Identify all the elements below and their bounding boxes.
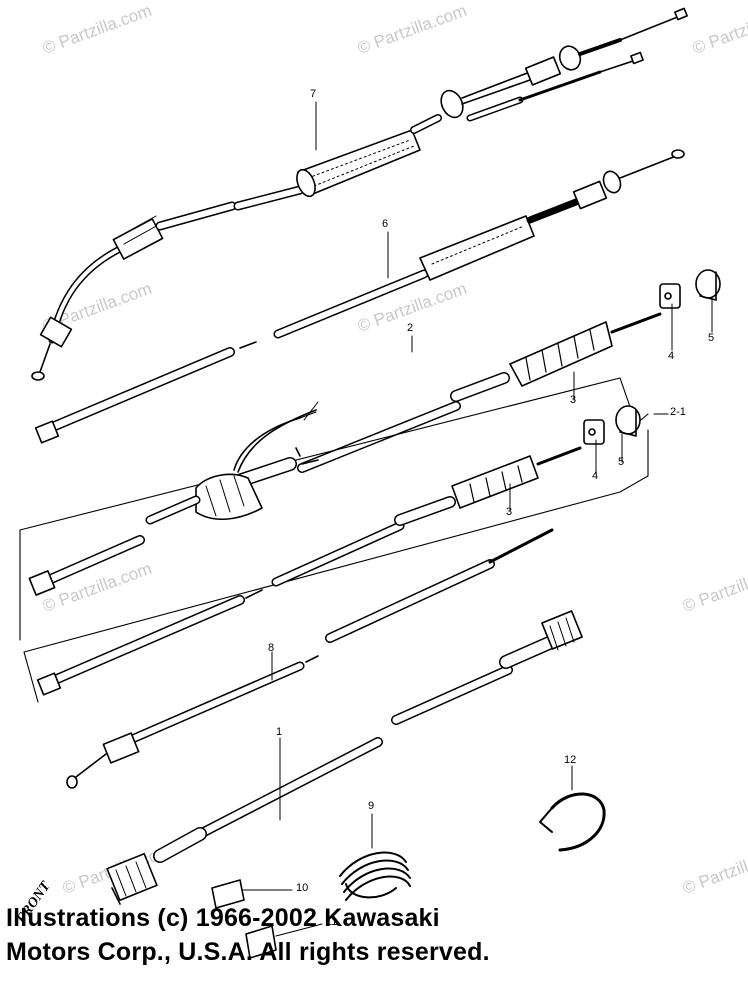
callout-3: 3 — [506, 506, 513, 518]
callout-5: 5 — [618, 456, 625, 468]
callout-7: 7 — [310, 88, 317, 100]
cable-6 — [273, 149, 685, 339]
group-outline — [19, 377, 649, 703]
sleeves-10-11 — [211, 879, 277, 959]
callout-1: 1 — [276, 726, 283, 738]
clutch-cable-2-1 — [28, 401, 319, 596]
callout-8: 8 — [268, 642, 275, 654]
clutch-cable-2 — [34, 269, 721, 473]
callout-11: 11 — [326, 916, 338, 928]
copyright-line-1: Illustrations (c) 1966-2002 Kawasaki — [6, 904, 440, 932]
spring-9 — [339, 851, 411, 901]
adjuster-group — [271, 405, 641, 587]
callout-12: 12 — [564, 754, 577, 766]
callout-4: 4 — [592, 470, 599, 482]
throttle-cable-7 — [31, 7, 688, 381]
callout-5: 5 — [708, 332, 715, 344]
callout-3: 3 — [570, 394, 577, 406]
copyright-line-2: Motors Corp., U.S.A. All rights reserved… — [6, 938, 490, 966]
speedometer-cable-1 — [106, 610, 583, 905]
callout-2: 2 — [407, 322, 414, 334]
leader-lines — [241, 101, 713, 937]
clamp-12 — [539, 792, 606, 852]
callout-10: 10 — [296, 882, 309, 894]
callout-2-1: 2-1 — [670, 406, 686, 418]
callout-9: 9 — [368, 800, 375, 812]
callout-6: 6 — [382, 218, 389, 230]
callout-4: 4 — [668, 350, 675, 362]
